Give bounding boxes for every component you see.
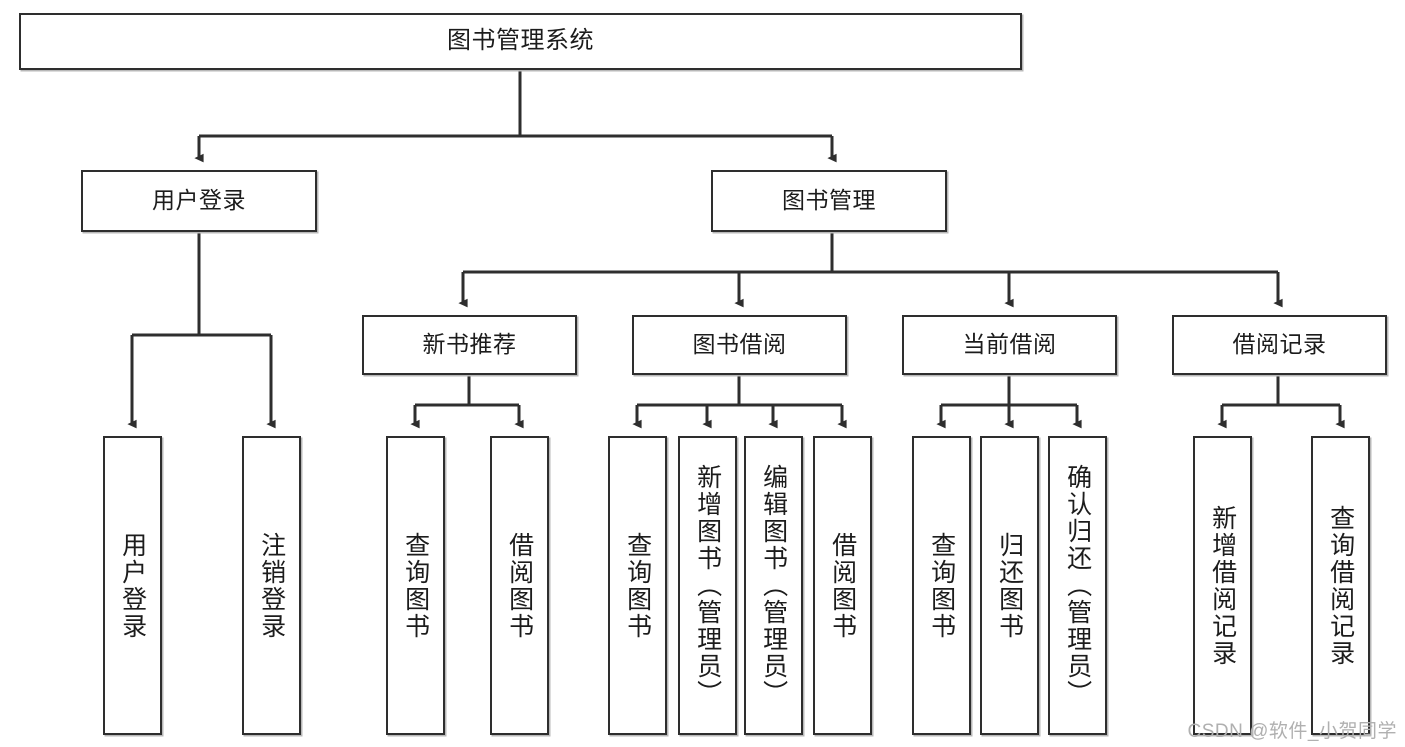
node-label: 新增图书（管理员） bbox=[693, 464, 722, 707]
node-leaf-borrow-book-recommend[interactable]: 借阅图书 bbox=[490, 436, 549, 735]
node-new-book-recommend[interactable]: 新书推荐 bbox=[362, 315, 577, 375]
node-label: 确认归还（管理员） bbox=[1063, 464, 1092, 707]
node-label: 当前借阅 bbox=[962, 331, 1057, 358]
node-label: 借阅图书 bbox=[505, 531, 534, 640]
node-leaf-borrow-book[interactable]: 借阅图书 bbox=[813, 436, 872, 735]
node-label: 新书推荐 bbox=[422, 331, 517, 358]
node-leaf-return-book[interactable]: 归还图书 bbox=[980, 436, 1039, 735]
node-leaf-query-book-current[interactable]: 查询图书 bbox=[912, 436, 971, 735]
node-leaf-query-borrow-record[interactable]: 查询借阅记录 bbox=[1311, 436, 1370, 735]
node-leaf-query-book-borrow[interactable]: 查询图书 bbox=[608, 436, 667, 735]
node-label: 查询图书 bbox=[927, 531, 956, 640]
node-label: 图书管理系统 bbox=[447, 27, 594, 55]
node-book-borrow[interactable]: 图书借阅 bbox=[632, 315, 847, 375]
node-borrow-record[interactable]: 借阅记录 bbox=[1172, 315, 1387, 375]
node-leaf-add-book-admin[interactable]: 新增图书（管理员） bbox=[678, 436, 737, 735]
node-root-system[interactable]: 图书管理系统 bbox=[19, 13, 1022, 70]
node-label: 查询图书 bbox=[401, 531, 430, 640]
node-user-login[interactable]: 用户登录 bbox=[81, 170, 317, 232]
node-label: 借阅记录 bbox=[1232, 331, 1327, 358]
node-label: 图书借阅 bbox=[692, 331, 787, 358]
node-label: 用户登录 bbox=[118, 531, 147, 640]
node-label: 查询图书 bbox=[623, 531, 652, 640]
node-leaf-edit-book-admin[interactable]: 编辑图书（管理员） bbox=[744, 436, 803, 735]
node-leaf-add-borrow-record[interactable]: 新增借阅记录 bbox=[1193, 436, 1252, 735]
node-label: 借阅图书 bbox=[828, 531, 857, 640]
node-label: 新增借阅记录 bbox=[1208, 504, 1237, 667]
node-current-borrow[interactable]: 当前借阅 bbox=[902, 315, 1117, 375]
node-book-management[interactable]: 图书管理 bbox=[711, 170, 947, 232]
node-leaf-confirm-return-admin[interactable]: 确认归还（管理员） bbox=[1048, 436, 1107, 735]
node-label: 归还图书 bbox=[995, 531, 1024, 640]
node-leaf-user-login[interactable]: 用户登录 bbox=[103, 436, 162, 735]
node-label: 图书管理 bbox=[782, 187, 876, 214]
node-leaf-query-book-recommend[interactable]: 查询图书 bbox=[386, 436, 445, 735]
node-label: 注销登录 bbox=[257, 531, 286, 640]
node-label: 编辑图书（管理员） bbox=[759, 464, 788, 707]
node-leaf-logout[interactable]: 注销登录 bbox=[242, 436, 301, 735]
node-label: 用户登录 bbox=[152, 187, 246, 214]
node-label: 查询借阅记录 bbox=[1326, 504, 1355, 667]
